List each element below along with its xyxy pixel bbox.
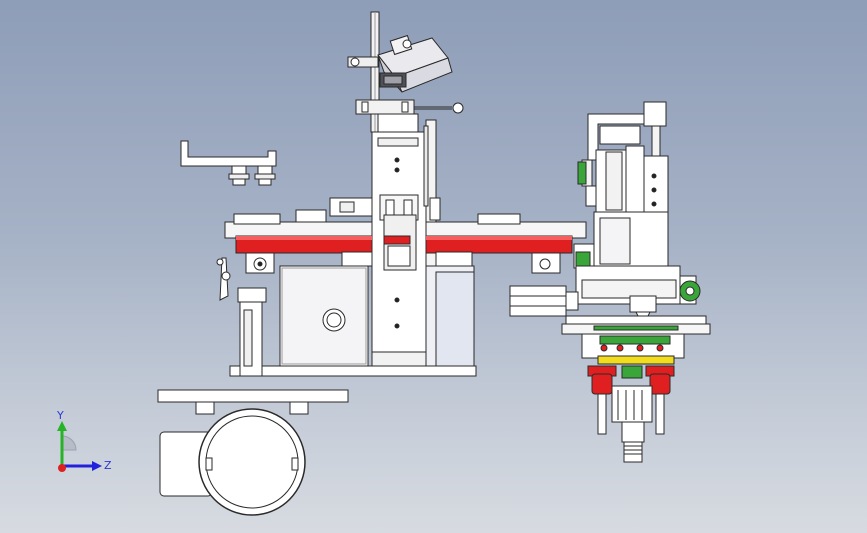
rotary-table-red	[235, 235, 573, 254]
y-axis-arrow	[57, 421, 67, 466]
right-clamp-unit	[531, 252, 561, 274]
central-column	[371, 119, 437, 373]
base-housing	[229, 251, 477, 377]
left-clamp-unit	[245, 252, 275, 274]
x-axis-origin	[58, 464, 66, 472]
right-red-cylinders	[587, 365, 675, 463]
left-gripper-arm	[180, 140, 277, 186]
right-linear-rail	[561, 315, 711, 365]
turntable-top-assembly	[224, 197, 587, 239]
y-axis-label: Y	[56, 409, 64, 422]
left-vertical-clamp	[216, 257, 267, 377]
right-station-frame	[573, 101, 669, 269]
suction-cup	[228, 165, 250, 186]
axis-triad: Y Z	[56, 409, 112, 472]
z-axis-arrow	[62, 461, 102, 471]
triad-quarter-arc	[61, 435, 77, 451]
z-axis-label: Z	[104, 459, 112, 472]
suction-cup	[254, 165, 276, 186]
drive-wheel-assembly	[157, 389, 349, 516]
sensor-bracket	[347, 34, 453, 93]
